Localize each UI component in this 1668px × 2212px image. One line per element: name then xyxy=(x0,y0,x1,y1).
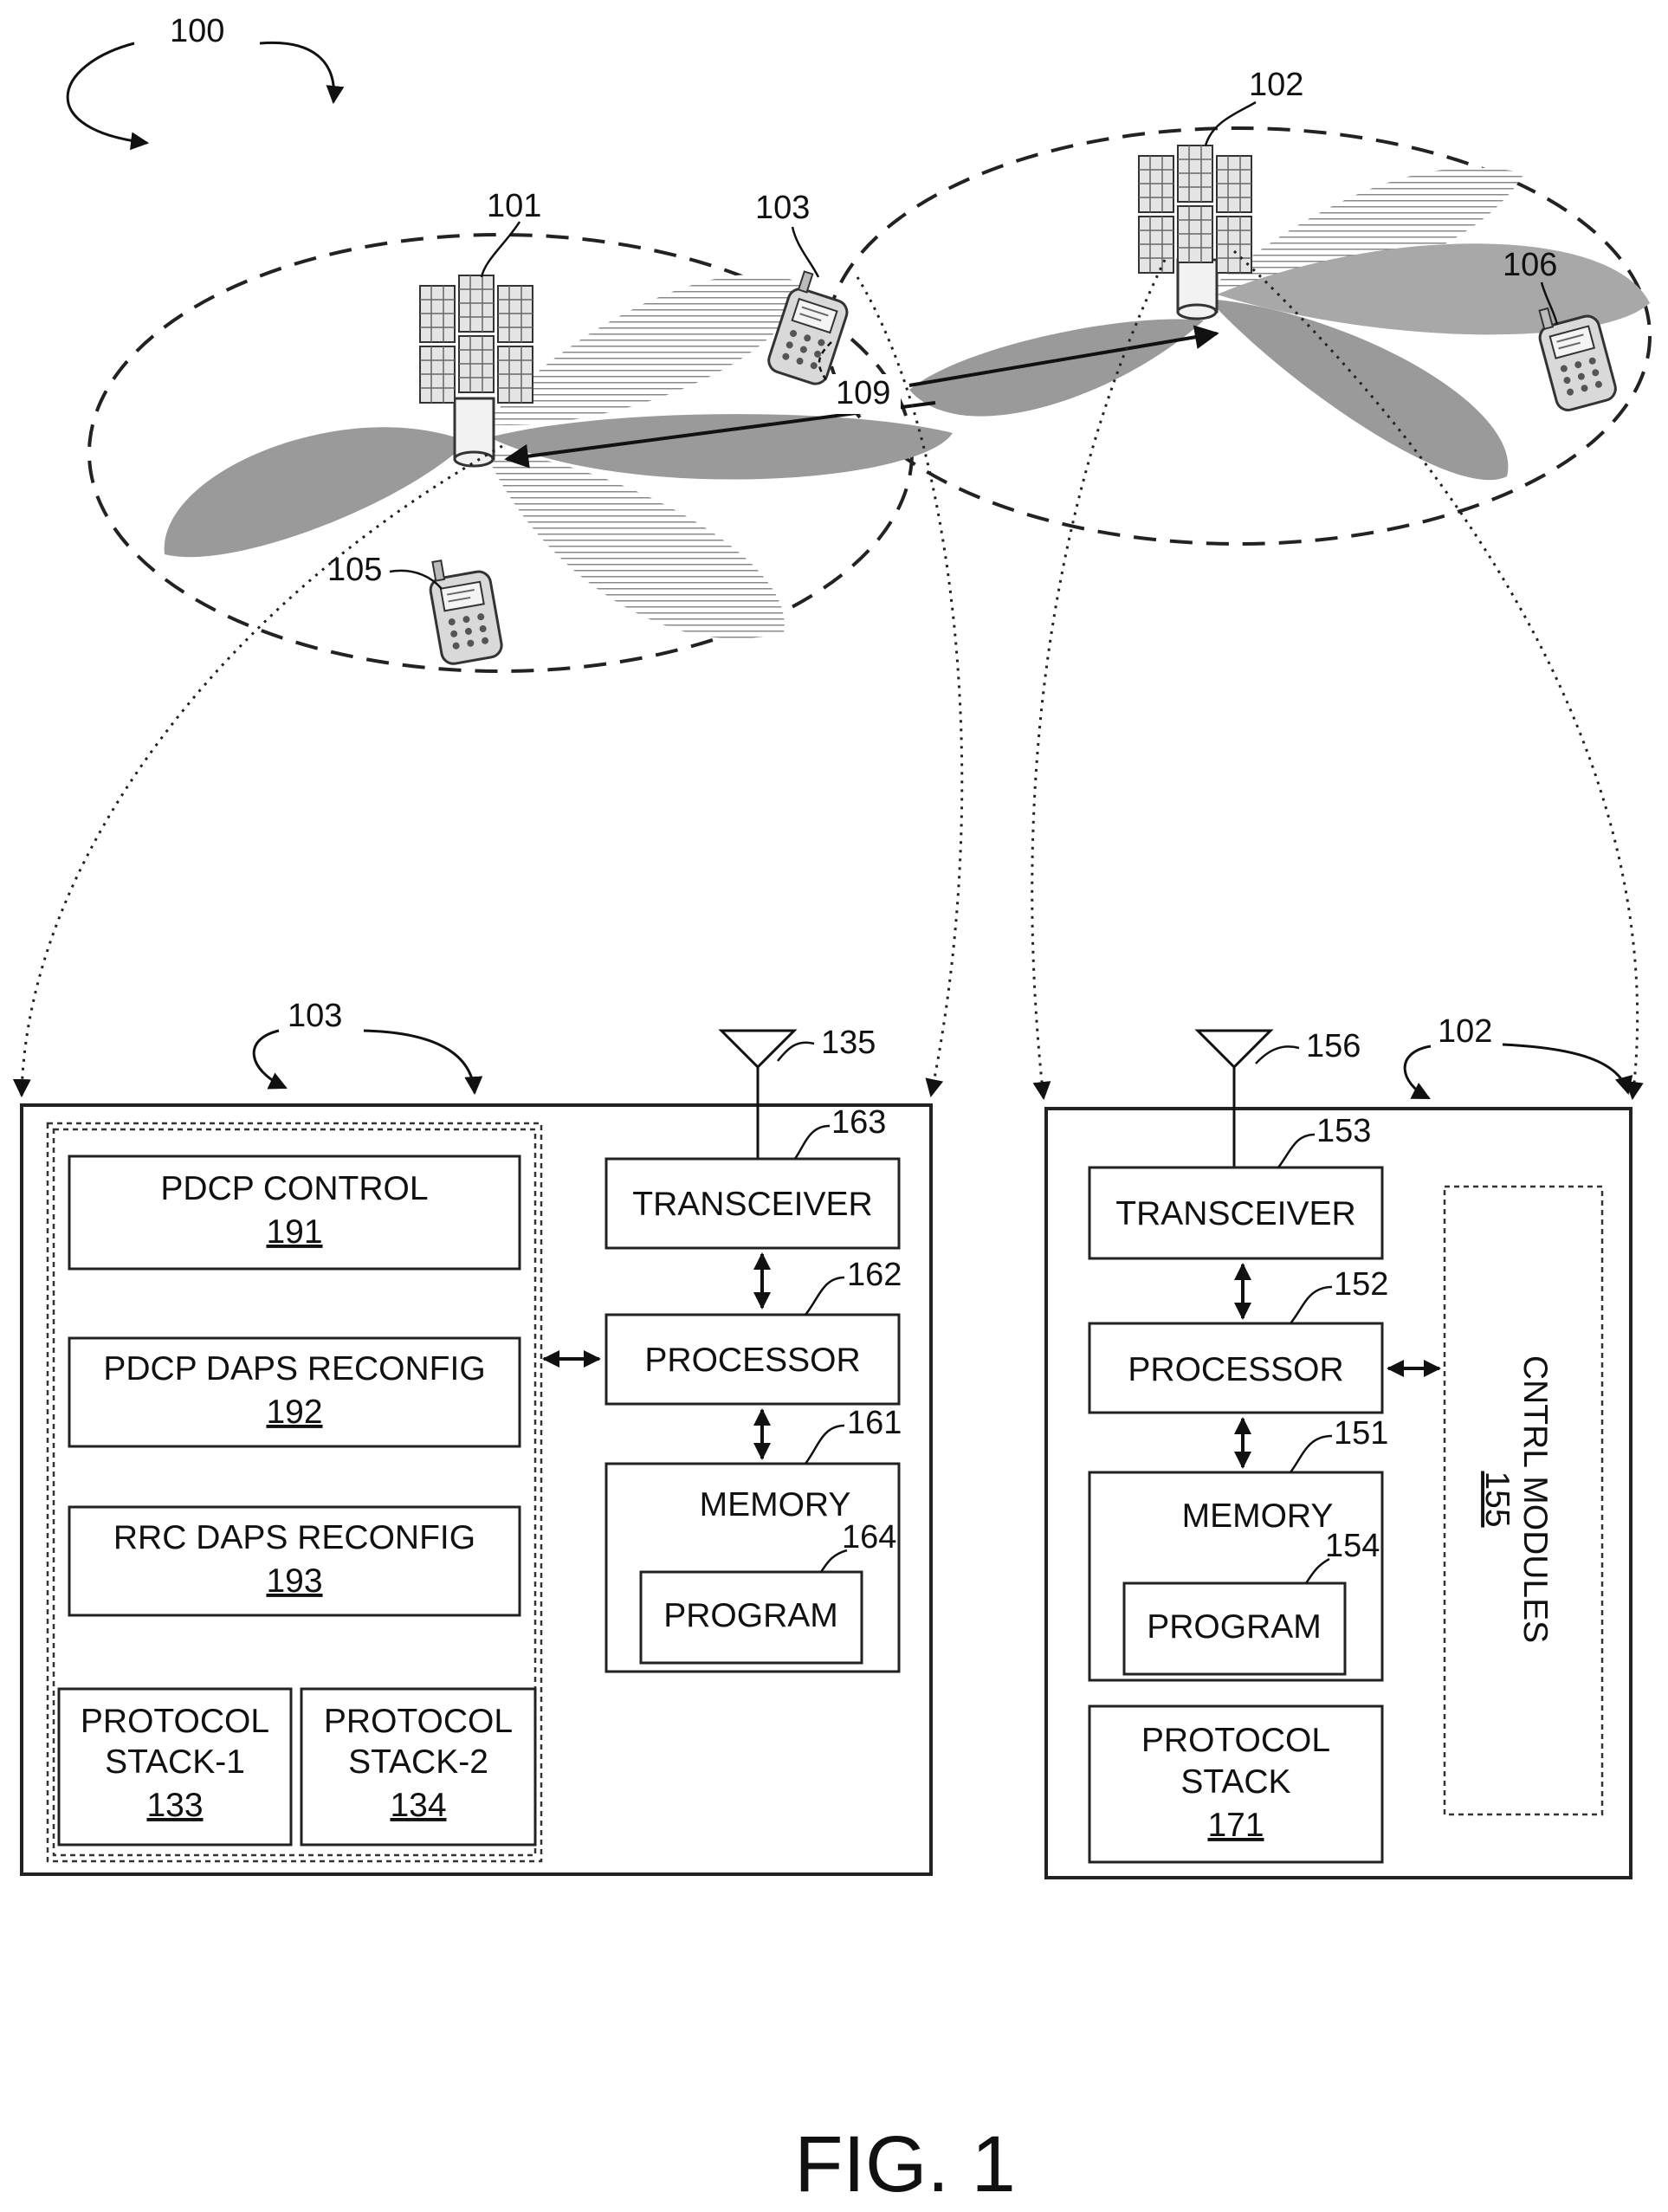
ue-processor-label: PROCESSOR xyxy=(644,1342,860,1379)
ue-device-ref: 103 xyxy=(288,998,342,1034)
bs-device-curve-right xyxy=(1503,1045,1628,1093)
bs-cntrl-modules-label: CNTRL MODULES xyxy=(1516,1355,1554,1643)
protocol-stack-2-line2: STACK-2 xyxy=(348,1743,488,1781)
protocol-stack-2-ref: 134 xyxy=(390,1787,446,1824)
bs-memory-leader xyxy=(1290,1436,1332,1472)
ue-memory-ref: 161 xyxy=(847,1405,902,1441)
bs-transceiver-ref: 153 xyxy=(1316,1113,1371,1149)
bs-transceiver-leader xyxy=(1278,1135,1315,1167)
ue-program-ref: 164 xyxy=(842,1519,896,1556)
bs-memory-ref: 151 xyxy=(1334,1415,1388,1452)
figure-caption: FIG. 1 xyxy=(794,2120,1016,2209)
protocol-stack-2-line1: PROTOCOL xyxy=(324,1703,513,1740)
bs-cntrl-modules-text: CNTRL MODULES 155 xyxy=(1478,1355,1554,1643)
ue-106-ref: 106 xyxy=(1503,247,1557,283)
protocol-stack-1-ref: 133 xyxy=(146,1787,203,1824)
bs-antenna-ref: 156 xyxy=(1306,1028,1361,1064)
protocol-stack-1-line1: PROTOCOL xyxy=(81,1703,269,1740)
ue-processor-ref: 162 xyxy=(847,1257,902,1293)
bs-transceiver-label: TRANSCEIVER xyxy=(1115,1195,1355,1232)
ue-device-curve-left xyxy=(254,1031,286,1088)
rrc-daps-reconfig-label: RRC DAPS RECONFIG xyxy=(113,1519,475,1556)
rrc-daps-reconfig-ref: 193 xyxy=(266,1562,322,1600)
system-curved-arrow-left xyxy=(68,43,147,143)
ue-transceiver-label: TRANSCEIVER xyxy=(632,1186,872,1223)
ue-antenna-leader xyxy=(778,1043,814,1061)
ue-transceiver-ref: 163 xyxy=(831,1104,886,1141)
bs-program-label: PROGRAM xyxy=(1147,1608,1322,1646)
bs-memory-label: MEMORY xyxy=(1182,1497,1334,1535)
bs-device-curve-left xyxy=(1405,1046,1431,1098)
bs-protocol-stack-line1: PROTOCOL xyxy=(1141,1722,1330,1759)
bs-102-ref: 102 xyxy=(1249,67,1303,103)
ue-103-leader xyxy=(792,227,818,277)
bs-program-ref: 154 xyxy=(1325,1528,1380,1564)
system-ref-label: 100 xyxy=(170,13,224,49)
bs-cntrl-modules-ref: 155 xyxy=(1478,1471,1516,1527)
ue-memory-label: MEMORY xyxy=(700,1486,851,1523)
system-ref-group: 100 xyxy=(68,13,333,143)
bs-101-leader xyxy=(482,222,520,277)
bs-processor-label: PROCESSOR xyxy=(1128,1351,1343,1388)
bs-antenna-icon xyxy=(1198,1031,1270,1067)
pdcp-daps-reconfig-label: PDCP DAPS RECONFIG xyxy=(103,1350,485,1387)
bs-device-block: 102 156 TRANSCEIVER 153 PROCESSOR 152 ME… xyxy=(1046,1013,1631,1878)
ue-105-phone-icon xyxy=(426,553,504,665)
ue-device-curve-right xyxy=(364,1031,475,1093)
pdcp-daps-reconfig-ref: 192 xyxy=(266,1394,322,1431)
link-109-ref: 109 xyxy=(836,375,890,411)
bs-protocol-stack-line2: STACK xyxy=(1180,1763,1290,1801)
bs-antenna-leader xyxy=(1256,1046,1299,1064)
ue-105-ref: 105 xyxy=(327,552,382,588)
pdcp-control-label: PDCP CONTROL xyxy=(160,1170,428,1207)
bs-device-ref: 102 xyxy=(1438,1013,1492,1050)
protocol-stack-1-line2: STACK-1 xyxy=(105,1743,245,1781)
ue-program-label: PROGRAM xyxy=(663,1597,838,1634)
ue-processor-leader xyxy=(805,1277,844,1315)
ue-103-ref: 103 xyxy=(755,190,810,226)
bs-102-leader xyxy=(1206,102,1256,146)
bs-protocol-stack-ref: 171 xyxy=(1207,1807,1264,1844)
ue-memory-leader xyxy=(805,1426,844,1464)
ue-device-block: 103 135 PDCP CONTROL 191 PDCP DAPS RECON… xyxy=(22,998,931,1874)
beam-102-left xyxy=(909,319,1204,416)
beam-101-left xyxy=(165,427,468,557)
bs-101-ref: 101 xyxy=(487,188,541,224)
ue-transceiver-leader xyxy=(795,1126,830,1159)
ue-antenna-icon xyxy=(721,1031,794,1067)
pdcp-control-ref: 191 xyxy=(266,1213,322,1251)
ue-antenna-ref: 135 xyxy=(821,1025,876,1061)
system-curved-arrow-right xyxy=(260,42,334,102)
bs-processor-ref: 152 xyxy=(1334,1266,1388,1303)
bs-processor-leader xyxy=(1290,1287,1332,1323)
